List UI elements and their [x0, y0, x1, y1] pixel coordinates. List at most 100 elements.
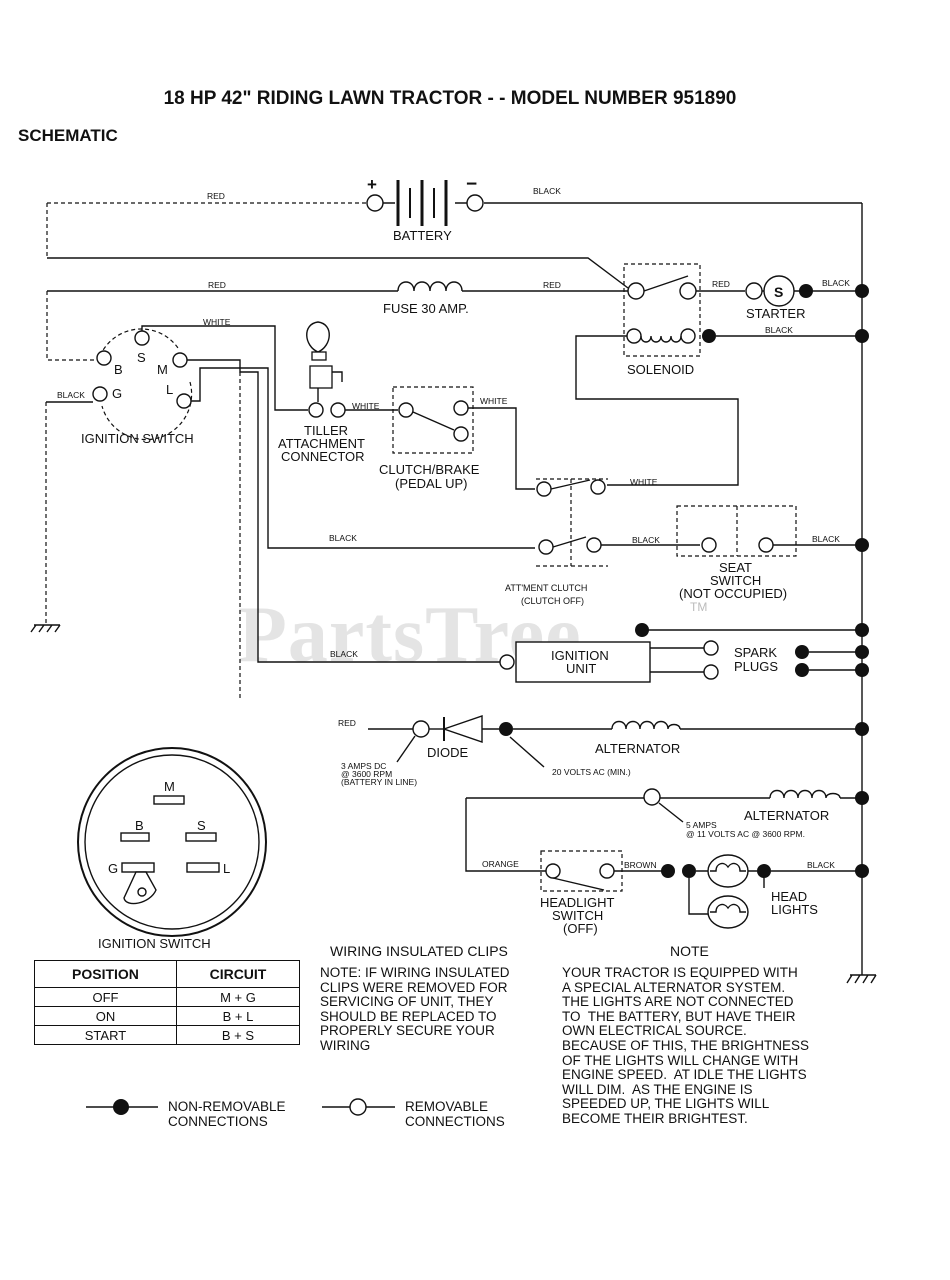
wire-label-white: WHITE — [480, 396, 508, 406]
solenoid-control-wire — [575, 335, 739, 486]
clips-note-heading: WIRING INSULATED CLIPS — [330, 943, 508, 959]
alt2-note-pointer — [658, 802, 684, 823]
seat-switch-terminal — [701, 537, 717, 553]
ground-symbol — [846, 974, 877, 984]
tiller-label-2: ATTACHMENT — [278, 436, 365, 451]
switch-terminal-l — [176, 393, 192, 409]
alternator2-label: ALTERNATOR — [744, 808, 829, 823]
headlight-switch-label-1: HEADLIGHT — [540, 895, 614, 910]
ignition-unit-plug-wires — [650, 647, 704, 673]
face-label-g: G — [108, 861, 118, 876]
wire-label-black: BLACK — [632, 535, 660, 545]
clutch-brake-contact — [412, 411, 455, 431]
spark-plugs-label-1: SPARK — [734, 645, 777, 660]
battery-symbol — [383, 180, 467, 226]
ignition-unit-ground-connection — [635, 623, 649, 637]
ignition-switch-face — [77, 747, 267, 937]
headlight-bulb-2 — [707, 895, 749, 929]
switch-s-white-wire — [141, 325, 308, 411]
diode-symbol — [429, 715, 499, 743]
wire-label-red: RED — [543, 280, 561, 290]
fuse-label: FUSE 30 AMP. — [383, 301, 469, 316]
spark-plug-ground — [795, 645, 809, 659]
attment-clutch-housing — [536, 478, 608, 567]
clips-note-body: NOTE: IF WIRING INSULATED CLIPS WERE REM… — [320, 965, 510, 1053]
table-cell: B + L — [175, 1006, 301, 1026]
tiller-connector — [306, 321, 343, 402]
tiller-terminal — [308, 402, 324, 418]
watermark-tm: TM — [690, 600, 708, 614]
seat-switch-terminal — [758, 537, 774, 553]
starter-s-label: S — [774, 284, 783, 300]
table-cell: M + G — [175, 987, 301, 1007]
fuse-coil — [397, 281, 463, 292]
attment-label-2: (CLUTCH OFF) — [521, 596, 584, 606]
ignition-switch-feed-wire — [46, 291, 98, 361]
switch-terminal-m — [172, 352, 188, 368]
wire-label-red: RED — [338, 718, 356, 728]
face-label-b: B — [135, 818, 144, 833]
note-heading: NOTE — [670, 943, 709, 959]
seat-label-3: (NOT OCCUPIED) — [679, 586, 787, 601]
legend-removable-dot — [349, 1098, 367, 1116]
solenoid-terminal — [627, 282, 645, 300]
clutch-brake-white-wire — [468, 407, 535, 490]
attment-terminal — [586, 537, 602, 553]
diode-label: DIODE — [427, 745, 469, 760]
battery-minus-label: − — [466, 174, 477, 195]
attment-terminal — [590, 479, 606, 495]
switch-ground-symbol — [30, 624, 61, 633]
tiller-label-3: CONNECTOR — [281, 449, 365, 464]
battery-negative-terminal — [466, 194, 484, 212]
legend-non-removable-dot — [113, 1099, 129, 1115]
clutch-brake-terminal — [453, 426, 469, 442]
battery-label: BATTERY — [393, 228, 452, 243]
switch-l-black-wire — [191, 367, 535, 549]
wire-label-black: BLACK — [329, 533, 357, 543]
wire-label-black: BLACK — [330, 649, 358, 659]
wire-label-black: BLACK — [807, 860, 835, 870]
switch-terminal-s — [134, 330, 150, 346]
table-cell: B + S — [175, 1025, 301, 1045]
ignition-switch-body — [99, 328, 193, 441]
ground-connection — [855, 663, 869, 677]
diode-note-1: 3 AMPS DC — [341, 761, 386, 771]
diode-note-3: (BATTERY IN LINE) — [341, 777, 417, 787]
diode-terminal — [412, 720, 430, 738]
ignition-unit-label-2: UNIT — [566, 661, 596, 676]
wire-label-black: BLACK — [57, 390, 85, 400]
table-row: OFF M + G — [34, 987, 301, 1007]
table-row: ON B + L — [34, 1006, 301, 1026]
wire-label-black: BLACK — [822, 278, 850, 288]
attment-terminal — [538, 539, 554, 555]
table-cell: OFF — [34, 987, 177, 1007]
table-header: POSITION — [34, 960, 177, 988]
table-cell: ON — [34, 1006, 177, 1026]
diode-alternator-connection — [499, 722, 513, 736]
ground-connection — [855, 329, 869, 343]
ground-connection — [855, 791, 869, 805]
alternator-ac-note: 20 VOLTS AC (MIN.) — [552, 767, 631, 777]
ground-connection — [855, 645, 869, 659]
clutch-brake-housing — [392, 386, 474, 454]
alternator2-note-2: @ 11 VOLTS AC @ 3600 RPM. — [686, 829, 805, 839]
table-header-row: POSITION CIRCUIT — [34, 960, 301, 988]
switch-label-m: M — [157, 362, 168, 377]
page-title: 18 HP 42" RIDING LAWN TRACTOR - - MODEL … — [163, 88, 737, 109]
alternator2-terminal — [643, 788, 661, 806]
ignition-unit-label-1: IGNITION — [551, 648, 609, 663]
spark-plugs-label-2: PLUGS — [734, 659, 778, 674]
battery-plus-label: + — [367, 175, 377, 194]
tiller-label-1: TILLER — [304, 423, 348, 438]
alternator-coil — [611, 720, 681, 730]
ignition-unit-box — [515, 641, 651, 683]
alternator-label: ALTERNATOR — [595, 741, 680, 756]
head-lights-label-1: HEAD — [771, 889, 807, 904]
diode-note-pointer — [396, 735, 416, 763]
ignition-detail-caption: IGNITION SWITCH — [98, 936, 211, 951]
note-body: YOUR TRACTOR IS EQUIPPED WITH A SPECIAL … — [562, 965, 810, 1126]
spark-plug-terminal — [703, 664, 719, 680]
alternator2-coil — [769, 789, 841, 799]
ground-connection — [855, 284, 869, 298]
